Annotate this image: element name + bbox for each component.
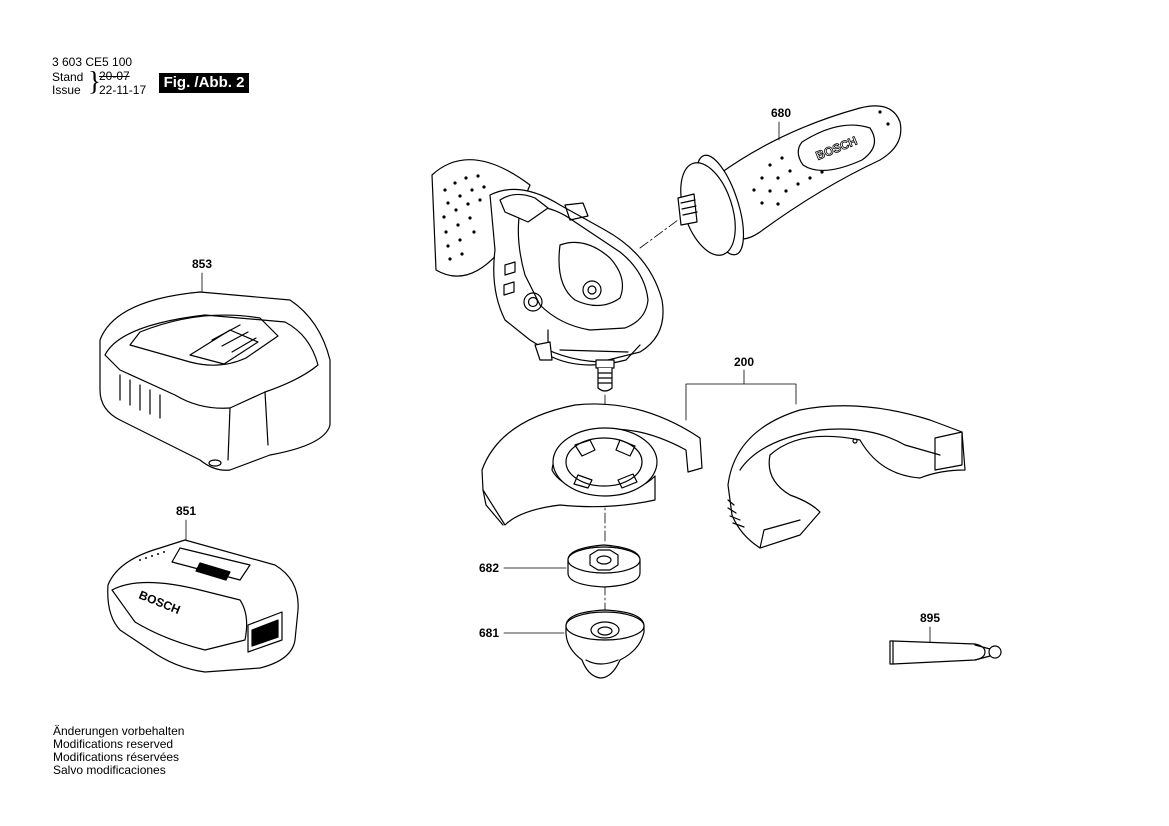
angle-grinder-body: [431, 159, 664, 392]
stand-label: Stand: [52, 70, 84, 84]
brace-icon: }: [88, 66, 101, 96]
note-fr: Modifications réservées: [53, 750, 180, 764]
stand-value: 20-07: [99, 69, 130, 83]
callout-851: 851: [176, 504, 196, 518]
callout-682: 682: [479, 561, 499, 575]
modification-notes: Änderungen vorbehalten Modifications res…: [53, 725, 184, 777]
note-de: Änderungen vorbehalten: [53, 724, 185, 738]
note-es: Salvo modificaciones: [53, 763, 166, 777]
callout-681: 681: [479, 626, 499, 640]
part-200-guard-right: [727, 405, 966, 549]
note-en: Modifications reserved: [53, 737, 174, 751]
part-895-grease-tube: [889, 640, 1002, 665]
part-200-guard-left: [481, 403, 703, 526]
leader-200-bracket: [685, 383, 797, 421]
callout-680: 680: [771, 106, 791, 120]
part-number: 3 603 CE5 100: [52, 55, 133, 69]
part-681-mounting-flange: [565, 609, 645, 679]
part-680-side-handle: [677, 105, 902, 256]
figure-label: Fig. /Abb. 2: [159, 73, 249, 93]
part-853-charger: [99, 291, 331, 471]
issue-value: 22-11-17: [99, 83, 147, 97]
issue-label: Issue: [52, 83, 81, 97]
part-682-clamping-nut: [567, 544, 641, 588]
callout-200: 200: [734, 355, 754, 369]
part-851-battery: [107, 539, 299, 673]
callout-853: 853: [192, 257, 212, 271]
callout-895: 895: [920, 611, 940, 625]
